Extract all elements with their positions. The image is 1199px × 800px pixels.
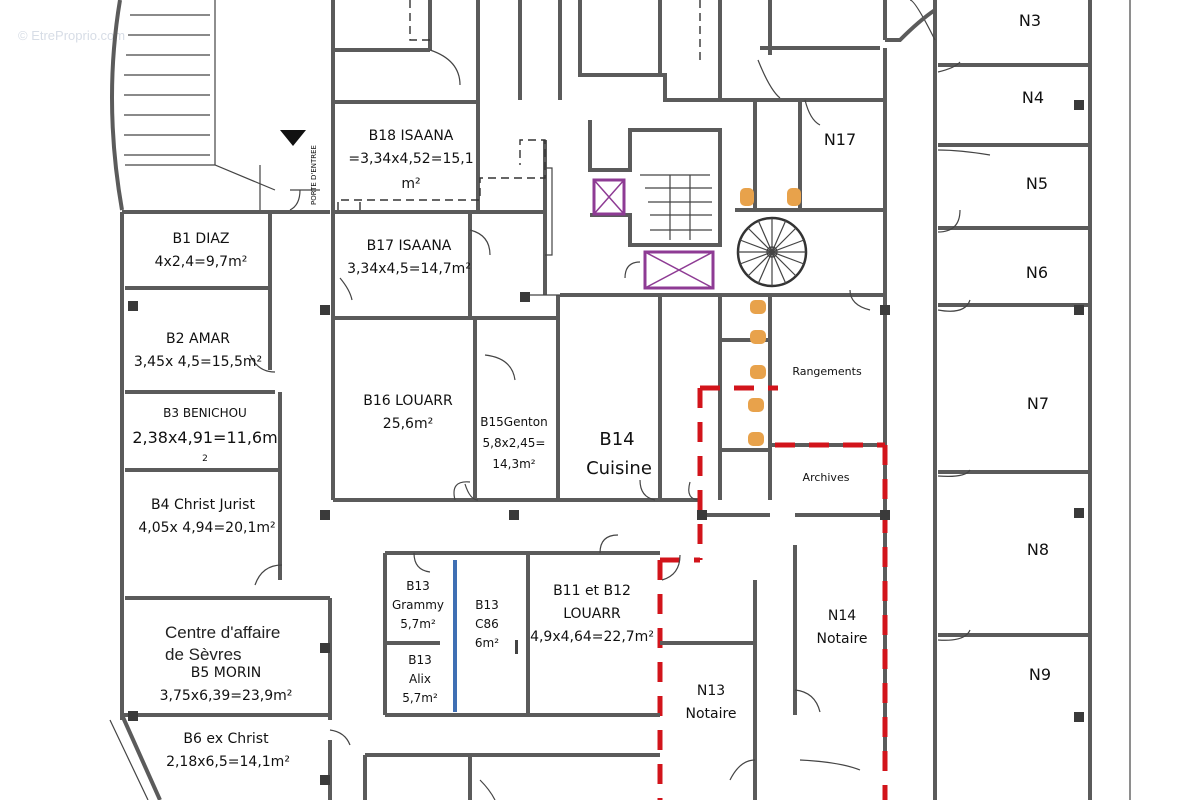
room-b6-area: 2,18x6,5=14,1m² [166,754,290,770]
room-b11-b12-tenant: LOUARR [563,606,621,622]
room-b18-area-unit: m² [401,176,420,192]
room-n13-use: Notaire [685,706,736,722]
room-b13-grammy-area: 5,7m² [400,617,436,631]
right-wing-walls [885,0,1131,800]
room-n7-name: N7 [1027,394,1049,413]
room-b14-name: B14 [599,429,634,450]
room-b11-b12-area: 4,9x4,64=22,7m² [530,629,654,645]
room-n14-use: Notaire [816,631,867,647]
room-b17-name: B17 ISAANA [367,238,452,254]
watermark: © EtreProprio.com [18,28,125,43]
stair-core [525,0,722,296]
room-rangements: Rangements [792,365,862,378]
room-n17-name: N17 [824,130,856,149]
red-zone-markers [657,385,888,800]
room-archives: Archives [803,471,850,484]
room-b1-name: B1 DIAZ [172,231,229,247]
room-b16-area: 25,6m² [383,416,433,432]
company-sign-line-1: Centre d'affaire [165,623,280,642]
central-walls [331,0,885,502]
room-n3-name: N3 [1019,11,1041,30]
room-b15-name: B15Genton [480,415,547,429]
company-sign-line-2: de Sèvres [165,645,242,664]
room-b13-alix-name: Alix [409,672,431,686]
room-b17-area: 3,34x4,5=14,7m² [347,261,471,277]
room-n14-name: N14 [828,608,856,624]
room-b13-grammy-code: B13 [406,579,430,593]
room-n13-name: N13 [697,683,725,699]
room-b2-area: 3,45x 4,5=15,5m² [134,354,262,370]
lower-middle-walls [329,513,885,800]
room-b18-name: B18 ISAANA [369,128,454,144]
room-b18-area: =3,34x4,52=15,1 [348,151,473,167]
room-b13-c86-name: C86 [475,617,499,631]
room-b13-alix-code: B13 [408,653,432,667]
room-n4-name: N4 [1022,88,1044,107]
room-b13-c86-area: 6m² [475,636,499,650]
spiral-stair [736,216,808,288]
room-n9-name: N9 [1029,665,1051,684]
room-b3-area-suffix: 2 [202,454,208,464]
room-n5-name: N5 [1026,174,1048,193]
service-area [453,0,887,760]
entry-marker: PORTE D'ENTREE [280,130,318,205]
room-b15-dim: 5,8x2,45= [483,436,546,450]
left-stair [110,0,320,211]
room-b1-area: 4x2,4=9,7m² [155,254,248,270]
room-b14-use: Cuisine [586,458,652,479]
room-b2-name: B2 AMAR [166,331,230,347]
room-b4-name: B4 Christ Jurist [151,497,255,513]
room-b4-area: 4,05x 4,94=20,1m² [138,520,275,536]
room-b13-grammy-name: Grammy [392,598,444,612]
room-b5-name: B5 MORIN [191,665,261,681]
room-b5-area: 3,75x6,39=23,9m² [160,688,293,704]
dashed-outline [337,0,546,210]
room-b3-name: B3 BENICHOU [163,406,247,420]
room-n8-name: N8 [1027,540,1049,559]
room-b13-c86-code: B13 [475,598,499,612]
left-wing-walls [109,189,332,800]
room-n6-name: N6 [1026,263,1048,282]
room-b11-b12-name: B11 et B12 [553,583,631,599]
room-b3-area: 2,38x4,91=11,6m [132,428,277,447]
room-b13-alix-area: 5,7m² [402,691,438,705]
room-b6-name: B6 ex Christ [183,731,269,747]
room-b16-name: B16 LOUARR [363,393,453,409]
entry-label: PORTE D'ENTREE [310,145,318,205]
room-b15-area: 14,3m² [492,457,535,471]
columns [128,100,1084,785]
